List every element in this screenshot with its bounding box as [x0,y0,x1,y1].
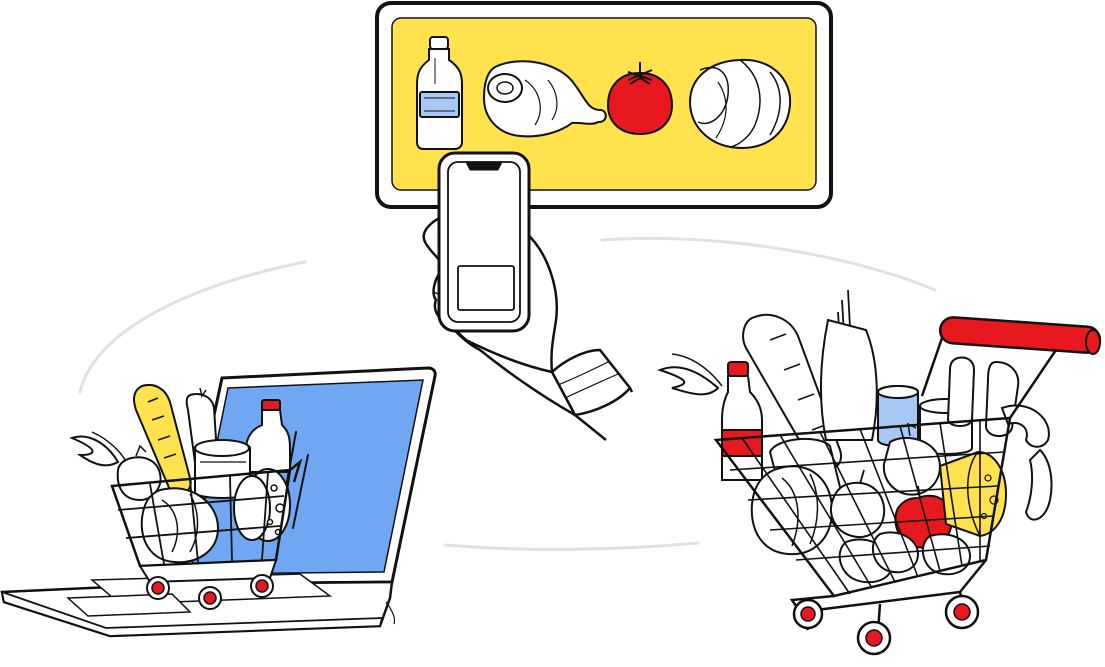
cart-handle [939,316,1100,353]
connecting-arcs [80,238,935,549]
tomato-icon [608,62,672,134]
milk-bottle-icon [417,37,462,149]
smartphone-icon [439,153,529,331]
shopping-cart-icon [660,290,1101,654]
cabbage-icon [690,60,790,148]
arc-bottom [445,543,698,549]
laptop-with-basket [2,368,435,636]
shopping-basket-icon [72,385,300,609]
hand-with-phone [424,153,632,440]
arc-left [80,262,305,392]
laptop-icon [2,574,395,636]
arc-right [602,238,935,290]
ham-icon [484,61,606,136]
board-screen [392,18,816,190]
